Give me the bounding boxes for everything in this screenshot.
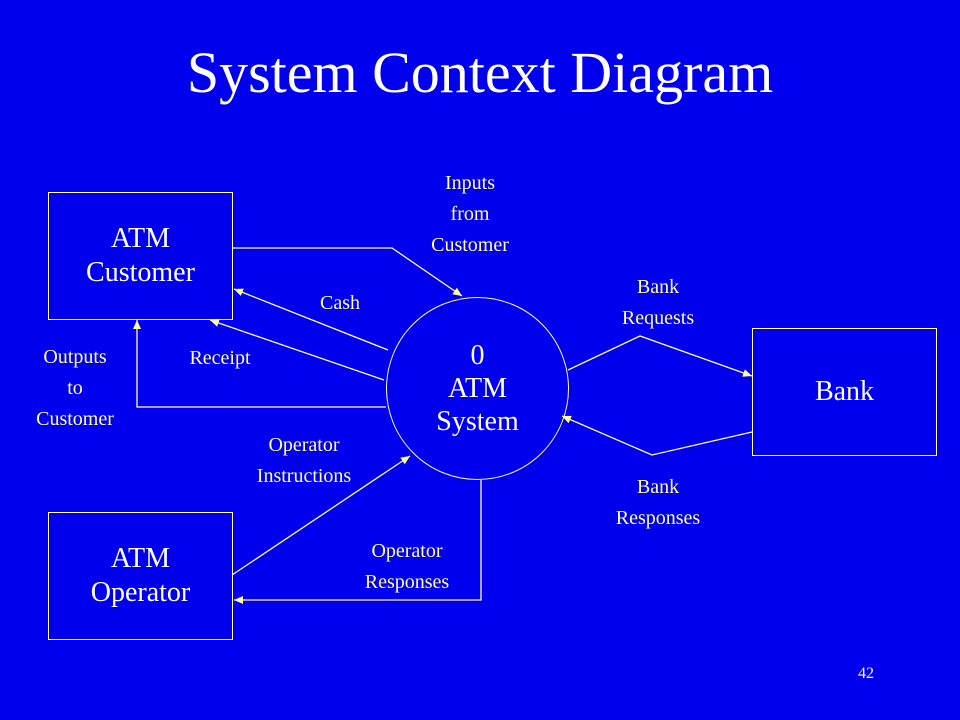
flow-label-bank-requests: Bank Requests (621, 276, 695, 329)
bank-label: Bank (814, 376, 875, 407)
page-number: 42 (858, 665, 874, 682)
operator-instructions-arrow (231, 455, 411, 576)
flow-label-operator-responses: Operator Responses (364, 540, 450, 593)
cash-arrow (233, 288, 389, 351)
operator-responses-arrow (234, 480, 482, 604)
flow-label-operator-instructions: Operator Instructions (256, 434, 352, 487)
receipt-arrow (209, 319, 385, 381)
flow-label-outputs-to-customer: Outputs to Customer (36, 346, 114, 430)
flow-label-cash: Cash (320, 292, 360, 314)
flow-label-receipt: Receipt (189, 347, 251, 369)
inputs-from-customer-arrow (232, 247, 463, 297)
outputs-to-customer-arrow (133, 320, 386, 408)
atm-customer-entity: ATM Customer (48, 192, 233, 320)
atm-operator-label: ATM Operator (90, 543, 191, 608)
atm-operator-entity: ATM Operator (48, 512, 233, 640)
flow-label-inputs-from-customer: Inputs from Customer (431, 172, 509, 256)
process-id: 0 (470, 340, 485, 371)
atm-system-process: 0 ATM System (386, 297, 569, 480)
page-title: System Context Diagram (186, 40, 774, 105)
flow-label-bank-responses: Bank Responses (615, 476, 701, 529)
bank-entity: Bank (752, 328, 937, 456)
process-label-line-1: ATM (447, 373, 508, 404)
bank-responses-arrow (561, 415, 753, 456)
bank-requests-arrow (567, 335, 753, 377)
process-label-line-2: System (436, 406, 519, 437)
atm-customer-label: ATM Customer (86, 223, 195, 288)
